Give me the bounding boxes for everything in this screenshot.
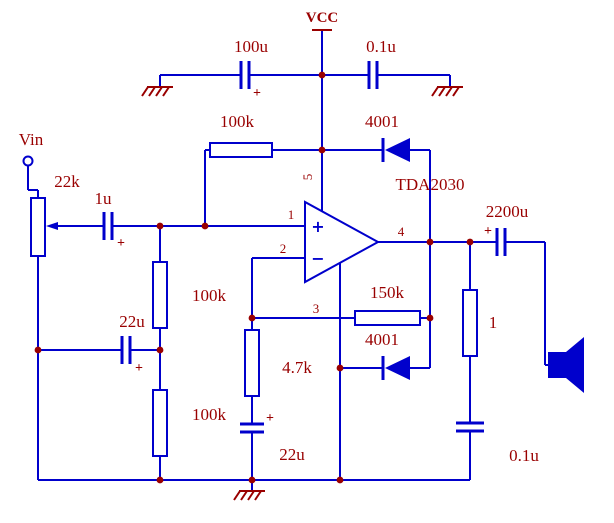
resistor-bias-bottom-100k: 100k [152, 389, 227, 457]
diode-bottom-label: 4001 [365, 330, 399, 349]
pot-wiper-arrow [46, 222, 58, 230]
capacitor-output-label: 2200u [486, 202, 529, 221]
diode-top-label: 4001 [365, 112, 399, 131]
capacitor-input-label: 1u [95, 189, 113, 208]
capacitor-zobel-label: 0.1u [509, 446, 539, 465]
vin-label: Vin [19, 130, 44, 149]
junction-dots [34, 71, 474, 484]
capacitor-feedback-22u: + 22u [240, 411, 305, 464]
diode-protection-top: 4001 [365, 112, 410, 162]
ic-name-label: TDA2030 [396, 175, 465, 194]
resistor-bias-top-label: 100k [220, 112, 255, 131]
potentiometer-22k: 22k [30, 172, 80, 257]
opamp-tda2030: + − TDA2030 1 2 3 4 5 [280, 174, 465, 316]
resistor-bias-mid-label: 100k [192, 286, 227, 305]
resistor-zobel-label: 1 [489, 313, 498, 332]
opamp-inverting-sign: − [311, 249, 324, 268]
resistor-feedback-label: 150k [370, 283, 405, 302]
capacitor-feedback-label: 22u [279, 445, 305, 464]
resistor-feedback-150k: 150k [354, 283, 421, 326]
vcc-power-port: VCC [306, 10, 339, 31]
polarity-plus: + [484, 224, 492, 239]
ground-symbol-top-left [141, 86, 174, 97]
resistor-zobel-1ohm: 1 [462, 289, 498, 357]
capacitor-bypass-label: 22u [119, 312, 145, 331]
capacitor-decoupling-100u: + 100u [234, 37, 269, 101]
capacitor-zobel-0.1u: 0.1u [456, 421, 539, 465]
capacitor-output-2200u: + 2200u [484, 202, 529, 256]
polarity-plus: + [117, 236, 125, 251]
capacitor-bypass-22u: + 22u [119, 312, 145, 376]
speaker-icon [548, 337, 584, 393]
polarity-plus: + [253, 86, 261, 101]
polarity-plus: + [135, 361, 143, 376]
pin-label-3: 3 [313, 301, 320, 316]
resistor-bias-top-100k: 100k [209, 112, 273, 158]
capacitor-100u-label: 100u [234, 37, 269, 56]
opamp-noninverting-sign: + [311, 217, 324, 236]
resistor-feedback-4.7k: 4.7k [244, 329, 312, 397]
pin-label-4: 4 [398, 224, 405, 239]
pin-label-1: 1 [288, 207, 295, 222]
polarity-plus: + [266, 411, 274, 426]
pot-label: 22k [54, 172, 80, 191]
pin-label-2: 2 [280, 241, 287, 256]
input-terminal-vin: Vin [19, 130, 44, 167]
resistor-bias-bottom-label: 100k [192, 405, 227, 424]
resistor-4.7k-label: 4.7k [282, 358, 312, 377]
diode-protection-bottom: 4001 [365, 330, 410, 380]
resistor-bias-mid-100k: 100k [152, 261, 227, 329]
pin-label-5: 5 [300, 174, 315, 181]
capacitor-0.1u-label: 0.1u [366, 37, 396, 56]
wire-segments [27, 31, 548, 491]
capacitor-input-1u: + 1u [95, 189, 126, 251]
vcc-label: VCC [306, 10, 339, 26]
capacitor-decoupling-0.1u: 0.1u [366, 37, 396, 89]
ground-symbol-bottom [233, 490, 266, 501]
ground-symbol-top-right [431, 86, 464, 97]
